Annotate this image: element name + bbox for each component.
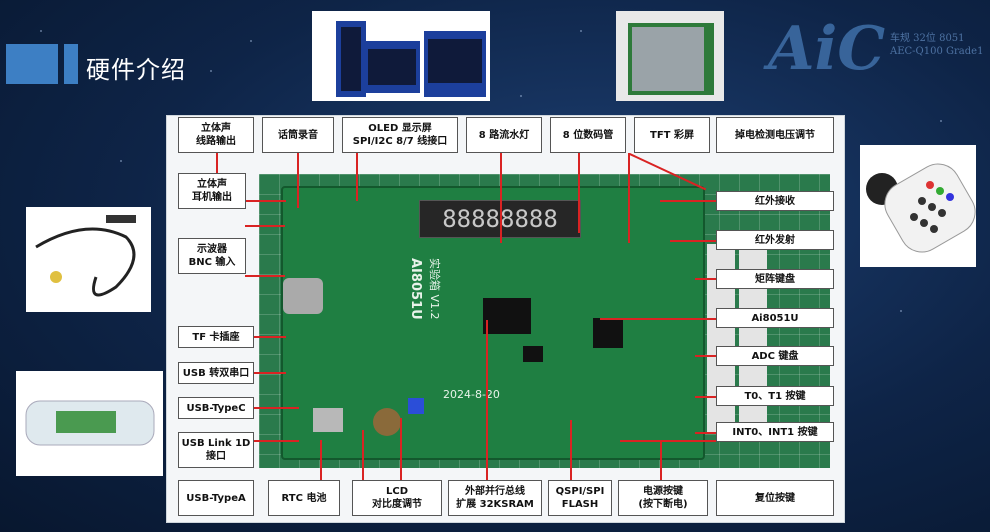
label-t0-t1-keys: T0、T1 按键 [716, 386, 834, 406]
connector-line [695, 355, 716, 357]
label-tft: TFT 彩屏 [634, 117, 710, 153]
tft-screen-photo [616, 11, 724, 101]
connector-line [245, 225, 285, 227]
connector-line [695, 278, 716, 280]
connector-line [216, 200, 286, 202]
star-decoration [210, 70, 212, 72]
connector-line [570, 420, 572, 480]
star-decoration [40, 30, 42, 32]
connector-line [670, 240, 716, 242]
label-usb-typea: USB-TypeA [178, 480, 254, 516]
board-date: 2024-8-20 [443, 388, 500, 401]
connector-line [356, 153, 358, 201]
oled-modules-photo [312, 11, 490, 101]
usb-typea-port [313, 408, 343, 432]
flash-chip [523, 346, 543, 362]
connector-line [620, 440, 716, 442]
label-lcd-contrast: LCD 对比度调节 [352, 480, 442, 516]
label-tf-card: TF 卡插座 [178, 326, 254, 348]
connector-line [660, 440, 662, 480]
label-usb-link: USB Link 1D 接口 [178, 432, 254, 468]
connector-line [254, 440, 299, 442]
connector-line [486, 320, 488, 480]
connector-line [320, 440, 322, 480]
connector-line [362, 430, 364, 480]
label-scope-bnc: 示波器 BNC 输入 [178, 238, 246, 274]
connector-line [628, 153, 630, 243]
label-mcu: Ai8051U [716, 308, 834, 328]
connector-line [400, 418, 402, 480]
label-power-button: 电源按键 (按下断电) [618, 480, 708, 516]
label-stereo-headphone: 立体声 耳机输出 [178, 173, 246, 209]
star-decoration [250, 40, 252, 42]
connector-line [695, 432, 716, 434]
connector-line [578, 153, 580, 233]
connector-line [600, 318, 716, 320]
star-decoration [900, 310, 902, 312]
label-usb-typec: USB-TypeC [178, 397, 254, 419]
board-silk-model: AI8051U [408, 258, 423, 320]
rtc-battery [373, 408, 401, 436]
connector-line [500, 153, 502, 243]
bnc-connector [283, 278, 323, 314]
label-8-led: 8 路流水灯 [466, 117, 542, 153]
star-decoration [580, 30, 582, 32]
title-square-icon [6, 44, 58, 84]
connector-line [695, 396, 716, 398]
label-int-keys: INT0、INT1 按键 [716, 422, 834, 442]
label-ir-receive: 红外接收 [716, 191, 834, 211]
label-qspi-flash: QSPI/SPI FLASH [548, 480, 612, 516]
mcu-chip [593, 318, 623, 348]
label-usb-serial: USB 转双串口 [178, 362, 254, 384]
connector-line [254, 372, 286, 374]
slide-title: 硬件介绍 [86, 56, 186, 84]
connector-line [245, 275, 285, 277]
label-mic-record: 话筒录音 [262, 117, 334, 153]
aic-logo: AiC [768, 14, 886, 84]
label-ir-send: 红外发射 [716, 230, 834, 250]
label-stereo-line-out: 立体声 线路输出 [178, 117, 254, 153]
usb-link-dongle-photo [16, 371, 163, 476]
board-silk-version: 实验箱 V1.2 [428, 258, 441, 320]
seven-segment-display: 88888888 [419, 200, 581, 238]
connector-line [254, 407, 299, 409]
connector-line [297, 153, 299, 208]
title-bar-icon [64, 44, 78, 84]
label-reset-button: 复位按键 [716, 480, 834, 516]
connector-line [660, 200, 716, 202]
sram-chip [483, 298, 531, 334]
logo-subtitle-line1: 车规 32位 8051 [890, 33, 965, 44]
ir-remote-photo [860, 145, 976, 267]
label-power-detect: 掉电检测电压调节 [716, 117, 834, 153]
pcb-board: 88888888 AI8051U 实验箱 V1.2 2024-8-20 [281, 186, 705, 460]
star-decoration [940, 120, 942, 122]
star-decoration [520, 95, 522, 97]
connector-line [254, 336, 286, 338]
logo-subtitle: 车规 32位 8051 AEC-Q100 Grade1 [890, 32, 983, 58]
star-decoration [120, 160, 122, 162]
contrast-potentiometer [408, 398, 424, 414]
logo-subtitle-line2: AEC-Q100 Grade1 [890, 46, 984, 57]
label-matrix-keyboard: 矩阵键盘 [716, 269, 834, 289]
label-adc-keyboard: ADC 键盘 [716, 346, 834, 366]
label-oled: OLED 显示屏 SPI/I2C 8/7 线接口 [342, 117, 458, 153]
oscilloscope-probe-photo [26, 207, 151, 312]
label-rtc: RTC 电池 [268, 480, 340, 516]
label-ext-bus: 外部并行总线 扩展 32KSRAM [448, 480, 542, 516]
label-8-digit-segment: 8 位数码管 [550, 117, 626, 153]
